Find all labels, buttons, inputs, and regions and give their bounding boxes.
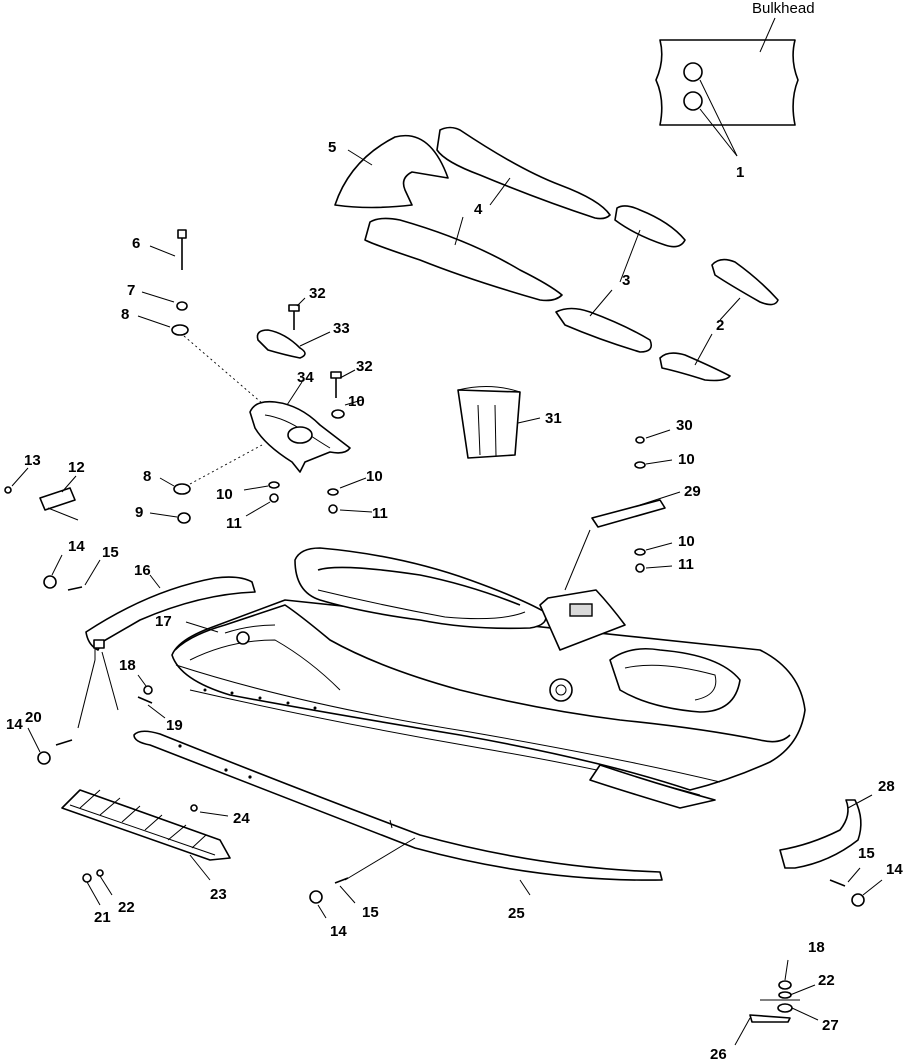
- callout-19: 19: [166, 717, 183, 734]
- callout-10d: 10: [678, 451, 695, 468]
- callout-9: 9: [135, 504, 143, 521]
- callout-8a: 8: [121, 306, 129, 323]
- storage-bin: [457, 386, 541, 459]
- callout-12: 12: [68, 459, 85, 476]
- callout-22b: 22: [818, 972, 835, 989]
- callout-15b: 15: [362, 904, 379, 921]
- handle-assembly: [137, 229, 373, 524]
- callout-18b: 18: [808, 939, 825, 956]
- callout-5: 5: [328, 139, 336, 156]
- callout-34: 34: [297, 369, 314, 386]
- callout-11c: 11: [678, 556, 694, 573]
- callout-14a: 14: [68, 538, 85, 555]
- callout-4: 4: [474, 201, 483, 218]
- callout-16: 16: [134, 562, 151, 579]
- bolts-18-19: [27, 674, 166, 765]
- callout-3: 3: [622, 272, 630, 289]
- left-hardware: [4, 467, 79, 521]
- callout-14d: 14: [886, 861, 903, 878]
- callout-7: 7: [127, 282, 135, 299]
- callout-10e: 10: [678, 533, 695, 550]
- callout-13: 13: [24, 452, 41, 469]
- callout-30: 30: [676, 417, 693, 434]
- bulkhead-label: Bulkhead: [752, 0, 815, 17]
- callout-14b: 14: [6, 716, 23, 733]
- callout-32b: 32: [356, 358, 373, 375]
- callout-1: 1: [736, 164, 744, 181]
- callout-22a: 22: [118, 899, 135, 916]
- callout-25: 25: [508, 905, 525, 922]
- callout-10a: 10: [348, 393, 365, 410]
- rear-rail: [779, 794, 883, 907]
- hull: [171, 547, 806, 809]
- mats: [334, 126, 779, 382]
- callout-23: 23: [210, 886, 227, 903]
- callout-11a: 11: [226, 515, 242, 532]
- callout-6: 6: [132, 235, 140, 252]
- callout-labels: Bulkhead 1 2 3 4 5 6 7 8 8 9 10 10 10 10…: [6, 0, 903, 1061]
- callout-28: 28: [878, 778, 895, 795]
- boarding-step: [61, 789, 231, 906]
- callout-8b: 8: [143, 468, 151, 485]
- callout-26: 26: [710, 1046, 727, 1061]
- callout-14c: 14: [330, 923, 347, 940]
- callout-15a: 15: [102, 544, 119, 561]
- callout-29: 29: [684, 483, 701, 500]
- callout-31: 31: [545, 410, 562, 427]
- callout-21: 21: [94, 909, 111, 926]
- callout-33: 33: [333, 320, 350, 337]
- callout-24: 24: [233, 810, 250, 827]
- right-hardware: [564, 429, 681, 591]
- callout-10c: 10: [366, 468, 383, 485]
- callout-18a: 18: [119, 657, 136, 674]
- callout-11b: 11: [372, 505, 388, 522]
- callout-10b: 10: [216, 486, 233, 503]
- callout-15c: 15: [858, 845, 875, 862]
- bulkhead-inset: [655, 17, 799, 157]
- callout-2: 2: [716, 317, 724, 334]
- callout-20: 20: [25, 709, 42, 726]
- side-rail: [133, 730, 663, 919]
- callout-32a: 32: [309, 285, 326, 302]
- front-rail: [43, 554, 256, 729]
- bottom-right-hardware: [734, 959, 819, 1046]
- callout-17: 17: [155, 613, 172, 630]
- callout-27: 27: [822, 1017, 839, 1034]
